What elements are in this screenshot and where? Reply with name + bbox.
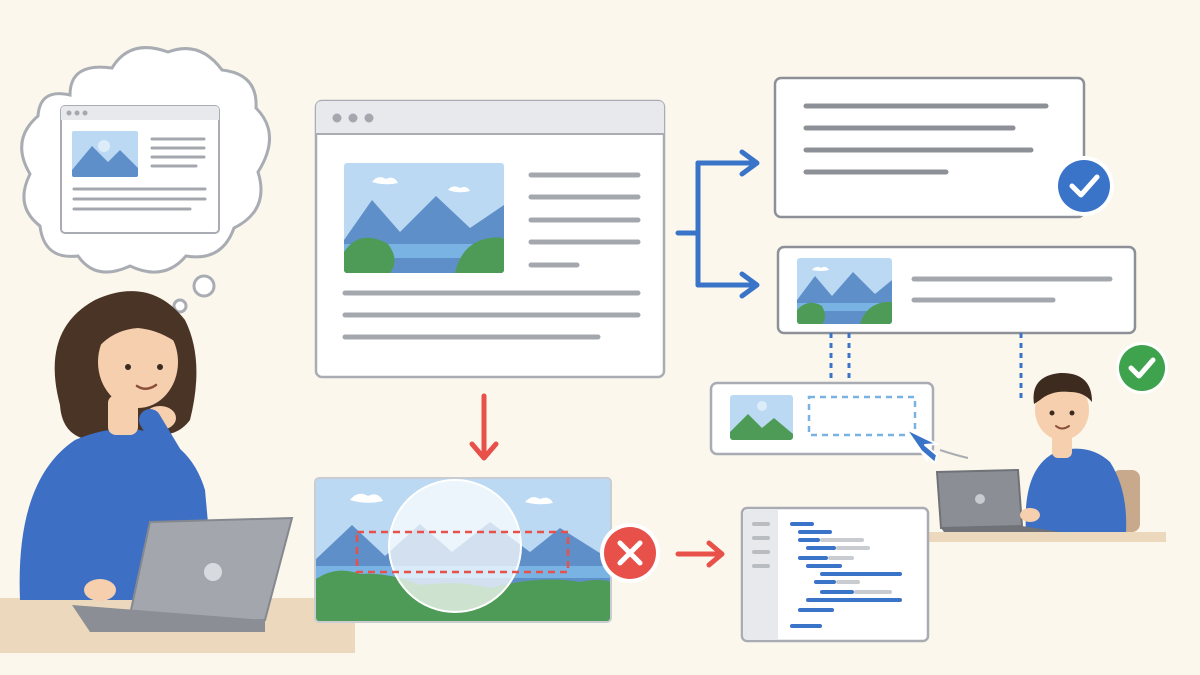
laptop-left-icon [72,516,294,632]
thought-text-lines [72,137,207,211]
woman-figure [0,291,355,653]
magnifier-lens [388,479,522,613]
check-circle-icon [1054,156,1114,216]
main-text-lines [342,172,641,340]
arrow-icon [469,393,499,461]
man-figure [925,372,1166,542]
small-image-placeholder [730,395,793,440]
window-dot-icon [364,113,374,123]
drop-zone [807,395,917,437]
desk-right [925,532,1166,542]
arrow-icon [675,540,725,568]
zoomed-image-panel [314,477,612,623]
main-browser-window [314,99,666,379]
laptop-right-icon [935,468,1060,532]
branch-arrow-icon [675,149,760,299]
window-dot-icon [332,113,342,123]
text-card [773,76,1086,219]
thought-image-placeholder [72,131,138,177]
layout-card [709,381,935,456]
code-lines [790,522,902,628]
line-gutter [752,522,770,568]
selection-box [355,530,570,574]
check-circle-icon [1116,342,1168,394]
window-dot-icon [348,113,358,123]
dotted-connectors [829,333,1023,402]
card-image-placeholder [797,258,892,324]
code-editor-panel [740,506,930,643]
x-circle-icon [600,523,660,583]
image-text-card [776,245,1137,335]
mouse-pointer-icon [905,428,969,464]
thought-webpage-mockup [60,105,220,234]
main-image-placeholder [344,163,504,273]
